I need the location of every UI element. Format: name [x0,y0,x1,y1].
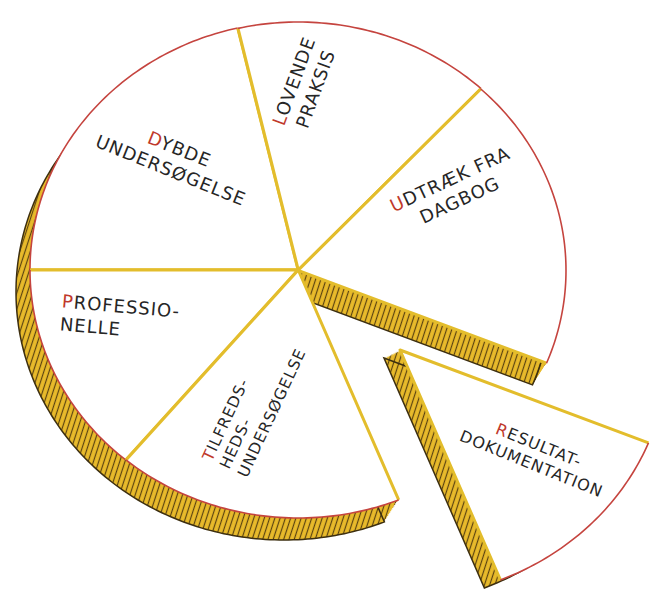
slice-divider [298,89,546,363]
pie-slice: RESULTAT- DOKUMENTATION [396,346,652,584]
slice-face [400,350,648,580]
slice-face [298,89,566,363]
slice-rim [481,89,566,363]
slice-rim [238,22,481,89]
slice-divider [400,350,648,580]
pie-slice: UDTRÆK FRA DAGBOG [294,85,570,367]
slice-divider [126,270,399,500]
slice-rim [126,460,399,518]
slice-shape [294,85,570,367]
slice-face [126,270,399,518]
